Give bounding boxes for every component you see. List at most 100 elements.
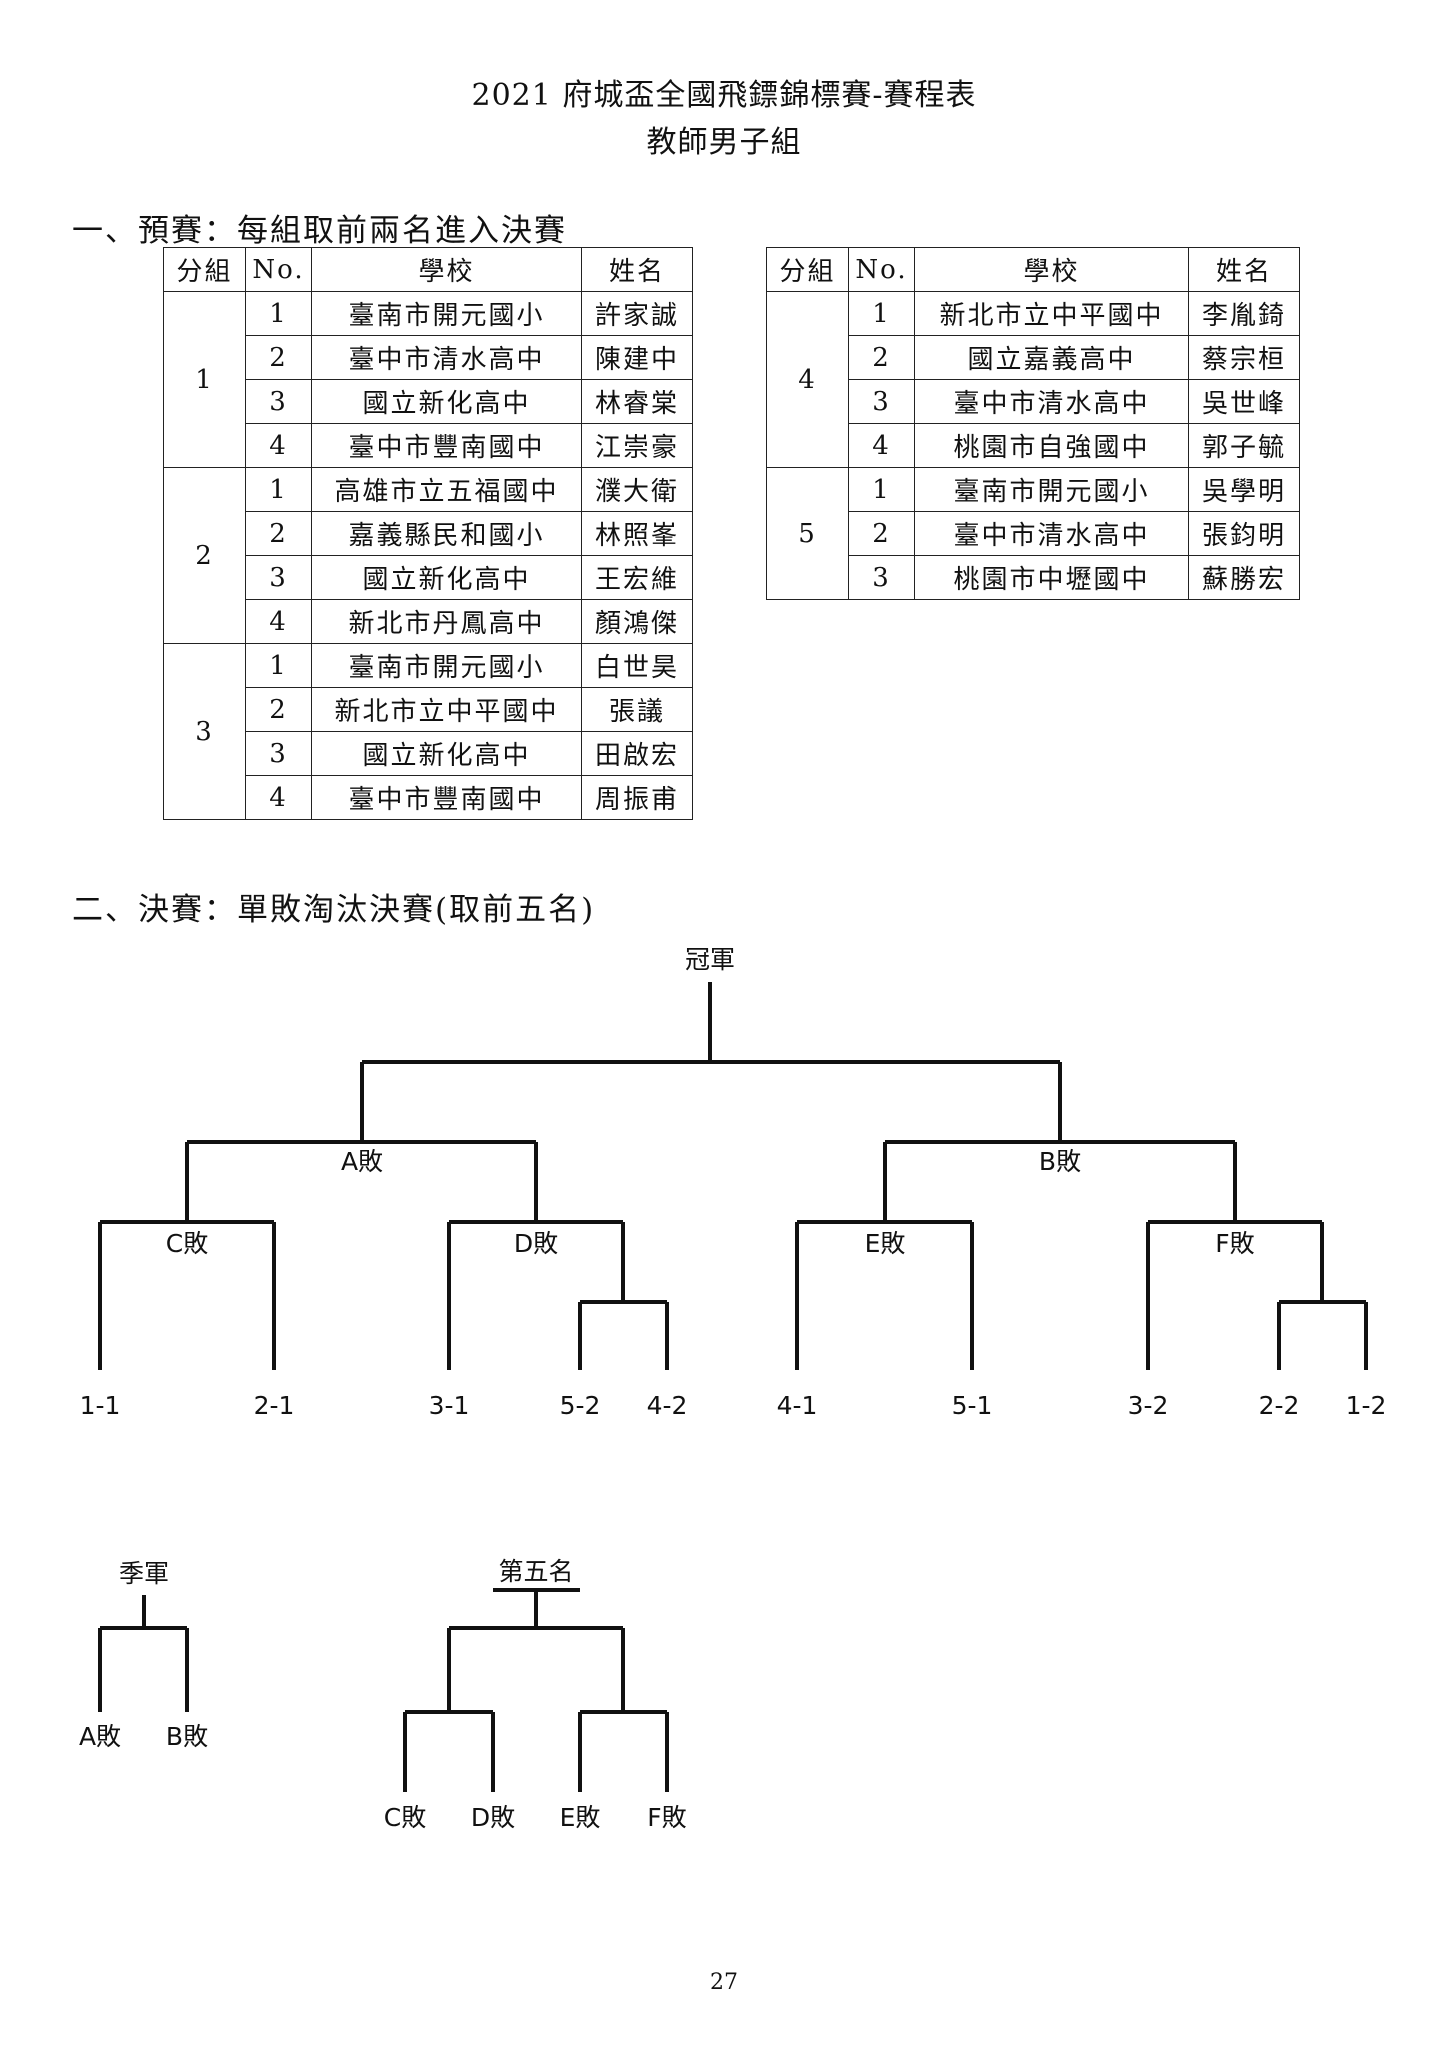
- school-cell: 臺中市清水高中: [311, 335, 582, 380]
- loser-d-label: D敗: [514, 1229, 558, 1258]
- loser-b-label: B敗: [1039, 1147, 1081, 1176]
- no-cell: 4: [245, 423, 312, 468]
- no-cell: 1: [848, 291, 915, 336]
- school-cell: 桃園市中壢國中: [914, 555, 1189, 600]
- school-cell: 高雄市立五福國中: [311, 467, 582, 512]
- group-cell: 4: [766, 291, 849, 468]
- player-name-cell: 林照峯: [581, 511, 693, 556]
- school-cell: 臺中市豐南國中: [311, 775, 582, 820]
- fifth-seed-label: D敗: [471, 1803, 515, 1832]
- table-header-row: 分組 No. 學校 姓名: [766, 247, 1300, 292]
- school-cell: 國立嘉義高中: [914, 335, 1189, 380]
- header-school: 學校: [914, 247, 1189, 292]
- player-name-cell: 顏鴻傑: [581, 599, 693, 644]
- loser-e-label: E敗: [865, 1229, 906, 1258]
- no-cell: 2: [245, 335, 312, 380]
- seed-label: 3-2: [1128, 1391, 1169, 1420]
- no-cell: 3: [245, 379, 312, 424]
- header-name: 姓名: [581, 247, 693, 292]
- group-cell: 5: [766, 467, 849, 600]
- third-seed-label: A敗: [79, 1722, 121, 1751]
- no-cell: 3: [848, 555, 915, 600]
- loser-f-label: F敗: [1215, 1229, 1254, 1258]
- seed-label: 4-2: [647, 1391, 688, 1420]
- bracket-lines: [98, 982, 1368, 1792]
- school-cell: 臺南市開元國小: [311, 291, 582, 336]
- player-name-cell: 陳建中: [581, 335, 693, 380]
- school-cell: 嘉義縣民和國小: [311, 511, 582, 556]
- no-cell: 3: [245, 555, 312, 600]
- page-number: 27: [710, 1970, 738, 1995]
- seed-label: 1-1: [80, 1391, 121, 1420]
- fifth-seed-label: F敗: [647, 1803, 686, 1832]
- prelim-heading: 一、預賽：每組取前兩名進入決賽: [72, 213, 567, 249]
- group-cell: 3: [163, 643, 246, 820]
- document-title: 2021 府城盃全國飛鏢錦標賽-賽程表: [471, 78, 977, 113]
- player-name-cell: 郭子毓: [1188, 423, 1300, 468]
- seed-label: 5-1: [952, 1391, 993, 1420]
- player-name-cell: 蘇勝宏: [1188, 555, 1300, 600]
- player-name-cell: 白世昊: [581, 643, 693, 688]
- player-name-cell: 周振甫: [581, 775, 693, 820]
- no-cell: 2: [245, 687, 312, 732]
- school-cell: 新北市立中平國中: [914, 291, 1189, 336]
- player-name-cell: 林睿棠: [581, 379, 693, 424]
- player-name-cell: 許家誠: [581, 291, 693, 336]
- group-cell: 2: [163, 467, 246, 644]
- seed-label: 4-1: [777, 1391, 818, 1420]
- player-name-cell: 田啟宏: [581, 731, 693, 776]
- seed-label: 2-1: [254, 1391, 295, 1420]
- school-cell: 臺中市豐南國中: [311, 423, 582, 468]
- third-place-label: 季軍: [119, 1559, 169, 1588]
- seed-label: 3-1: [429, 1391, 470, 1420]
- school-cell: 新北市立中平國中: [311, 687, 582, 732]
- champion-label: 冠軍: [685, 945, 735, 974]
- player-name-cell: 江崇豪: [581, 423, 693, 468]
- player-name-cell: 蔡宗桓: [1188, 335, 1300, 380]
- player-name-cell: 張議: [581, 687, 693, 732]
- finals-heading: 二、決賽：單敗淘汰決賽(取前五名): [72, 892, 596, 928]
- document-subtitle: 教師男子組: [646, 125, 802, 160]
- player-name-cell: 李胤錡: [1188, 291, 1300, 336]
- header-name: 姓名: [1188, 247, 1300, 292]
- school-cell: 國立新化高中: [311, 379, 582, 424]
- no-cell: 1: [245, 643, 312, 688]
- seed-label: 1-2: [1346, 1391, 1387, 1420]
- player-name-cell: 吳學明: [1188, 467, 1300, 512]
- player-name-cell: 王宏維: [581, 555, 693, 600]
- school-cell: 國立新化高中: [311, 555, 582, 600]
- fifth-seed-label: C敗: [384, 1803, 426, 1832]
- fifth-place-label: 第五名: [498, 1557, 573, 1586]
- fifth-seed-label: E敗: [560, 1803, 601, 1832]
- seed-label: 5-2: [560, 1391, 601, 1420]
- third-seed-label: B敗: [166, 1722, 208, 1751]
- loser-a-label: A敗: [341, 1147, 383, 1176]
- header-no: No.: [245, 247, 312, 292]
- no-cell: 2: [848, 511, 915, 556]
- no-cell: 4: [245, 775, 312, 820]
- header-group: 分組: [163, 247, 246, 292]
- no-cell: 4: [848, 423, 915, 468]
- no-cell: 3: [245, 731, 312, 776]
- school-cell: 臺中市清水高中: [914, 379, 1189, 424]
